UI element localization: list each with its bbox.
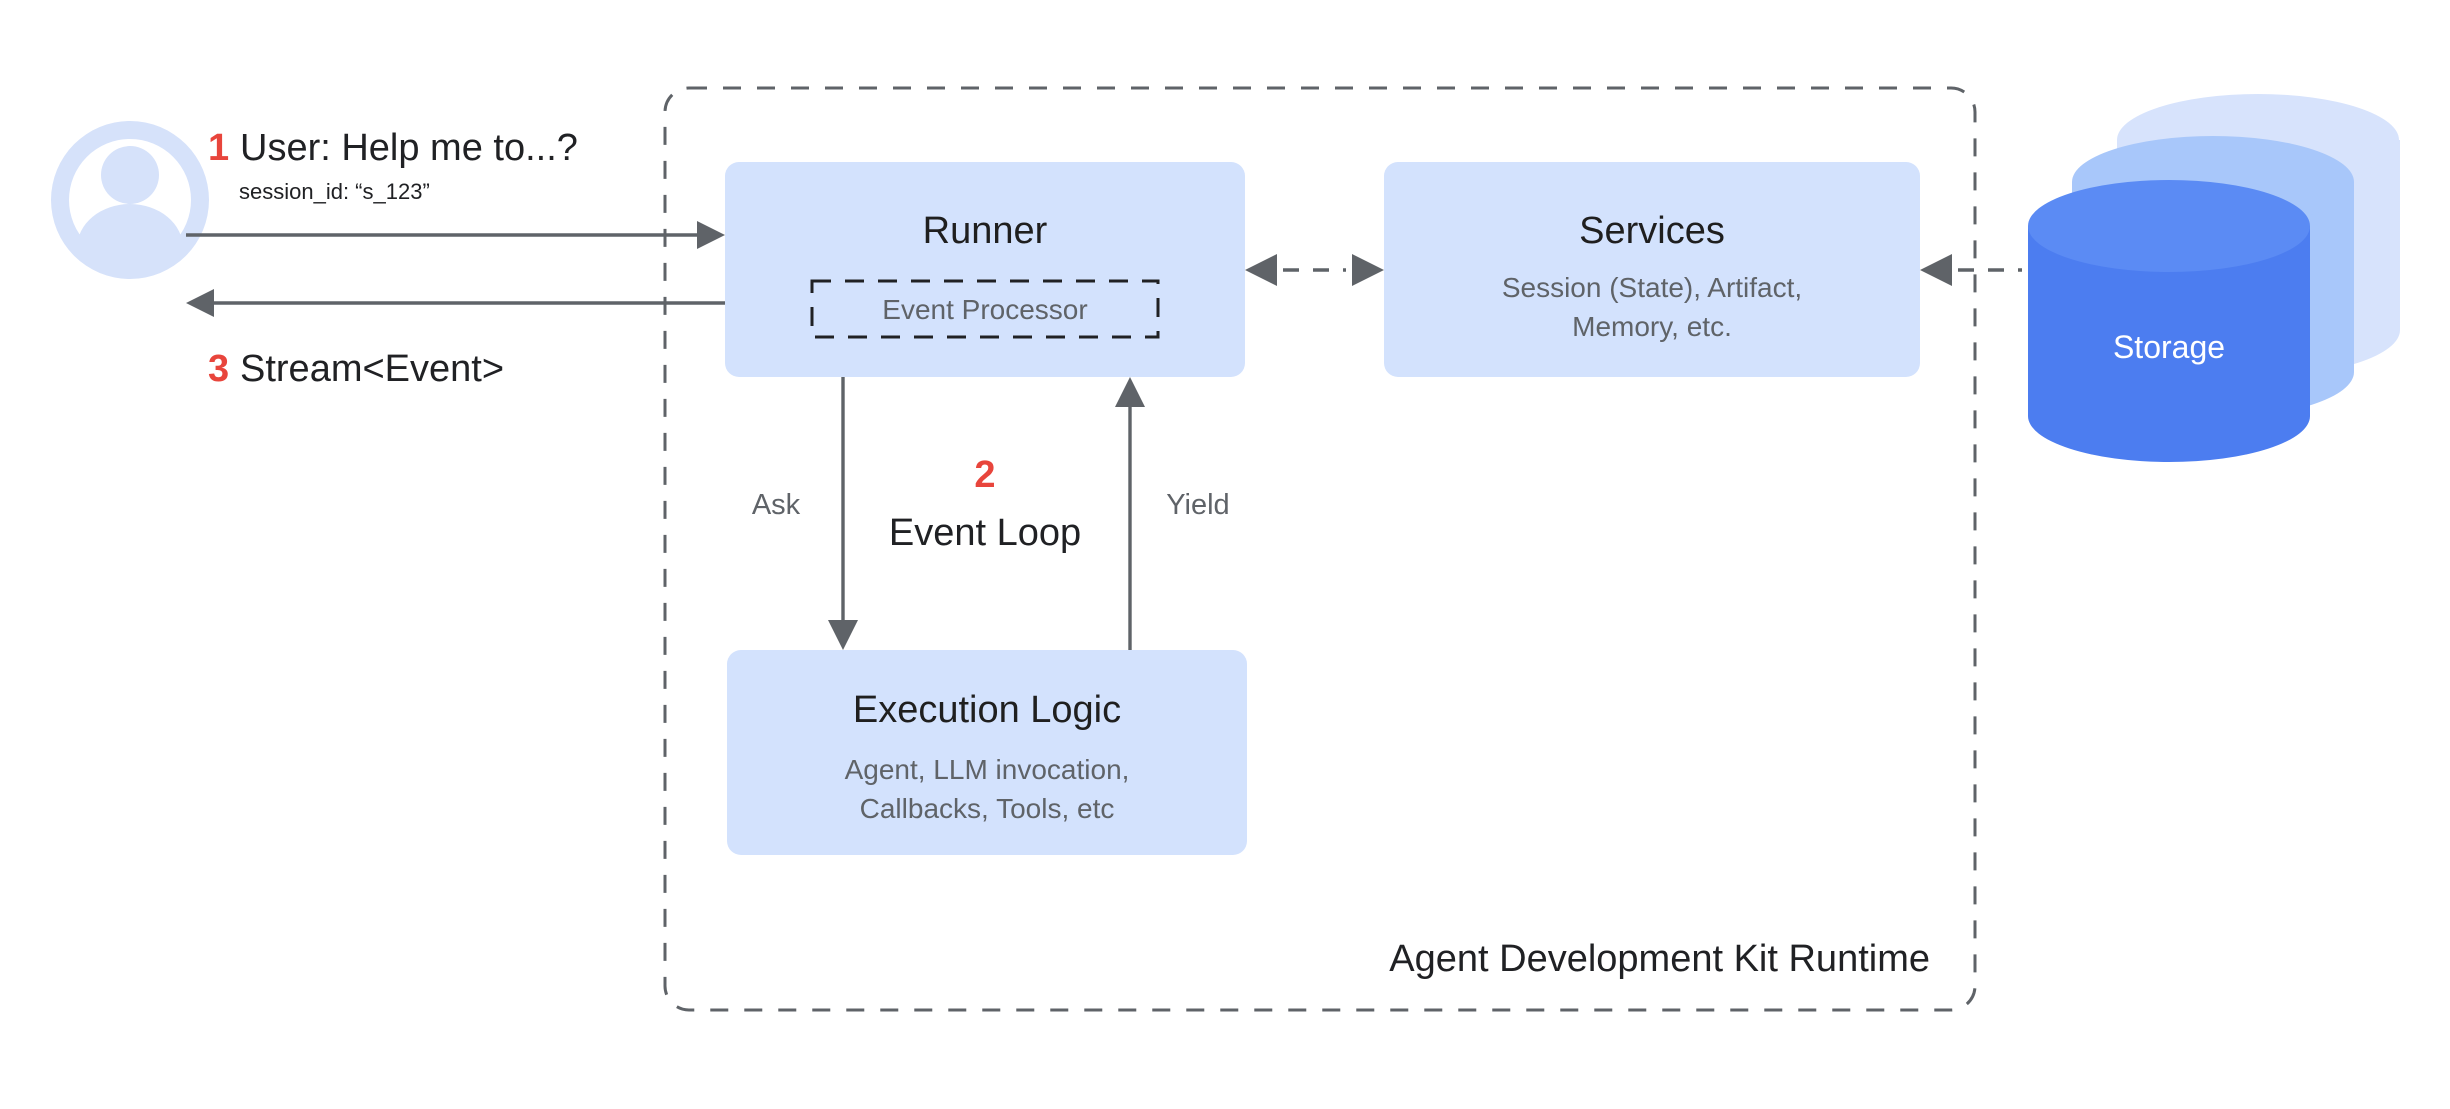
user-request-session-id: session_id: “s_123” (239, 179, 430, 204)
execution-logic-subtitle-line2: Callbacks, Tools, etc (860, 793, 1115, 824)
event-processor-label: Event Processor (882, 294, 1087, 325)
execution-logic-node[interactable]: Execution Logic Agent, LLM invocation, C… (727, 650, 1247, 855)
user-response-step-number: 3 (208, 348, 229, 390)
execution-logic-subtitle-line1: Agent, LLM invocation, (845, 754, 1130, 785)
runner-services-arrow (1245, 254, 1384, 286)
event-loop-label: Event Loop (889, 512, 1081, 554)
services-title: Services (1579, 210, 1725, 252)
storage-node[interactable]: Storage (2028, 94, 2400, 462)
ask-arrow (828, 377, 858, 650)
services-subtitle-line2: Memory, etc. (1572, 311, 1732, 342)
user-request-text: User: Help me to...? (240, 127, 578, 169)
user-response-text: Stream<Event> (240, 348, 504, 390)
adk-runtime-title: Agent Development Kit Runtime (1389, 938, 1930, 980)
event-loop-step-number: 2 (974, 454, 995, 496)
event-processor-box[interactable] (810, 279, 1160, 339)
storage-cylinder-front (2028, 180, 2310, 462)
user-request-step-number: 1 (208, 127, 229, 169)
user-request-arrow (186, 221, 725, 249)
yield-label: Yield (1166, 489, 1229, 521)
user-avatar-icon (51, 121, 209, 279)
storage-label: Storage (2113, 329, 2225, 365)
adk-runtime-container (663, 86, 1977, 1012)
runner-title: Runner (923, 210, 1048, 252)
services-subtitle-line1: Session (State), Artifact, (1502, 272, 1802, 303)
runner-node[interactable]: Runner Event Processor (725, 162, 1245, 377)
ask-label: Ask (752, 489, 801, 521)
user-response-arrow (186, 289, 725, 317)
yield-arrow (1115, 377, 1145, 650)
execution-logic-title: Execution Logic (853, 689, 1121, 731)
services-node[interactable]: Services Session (State), Artifact, Memo… (1384, 162, 1920, 377)
